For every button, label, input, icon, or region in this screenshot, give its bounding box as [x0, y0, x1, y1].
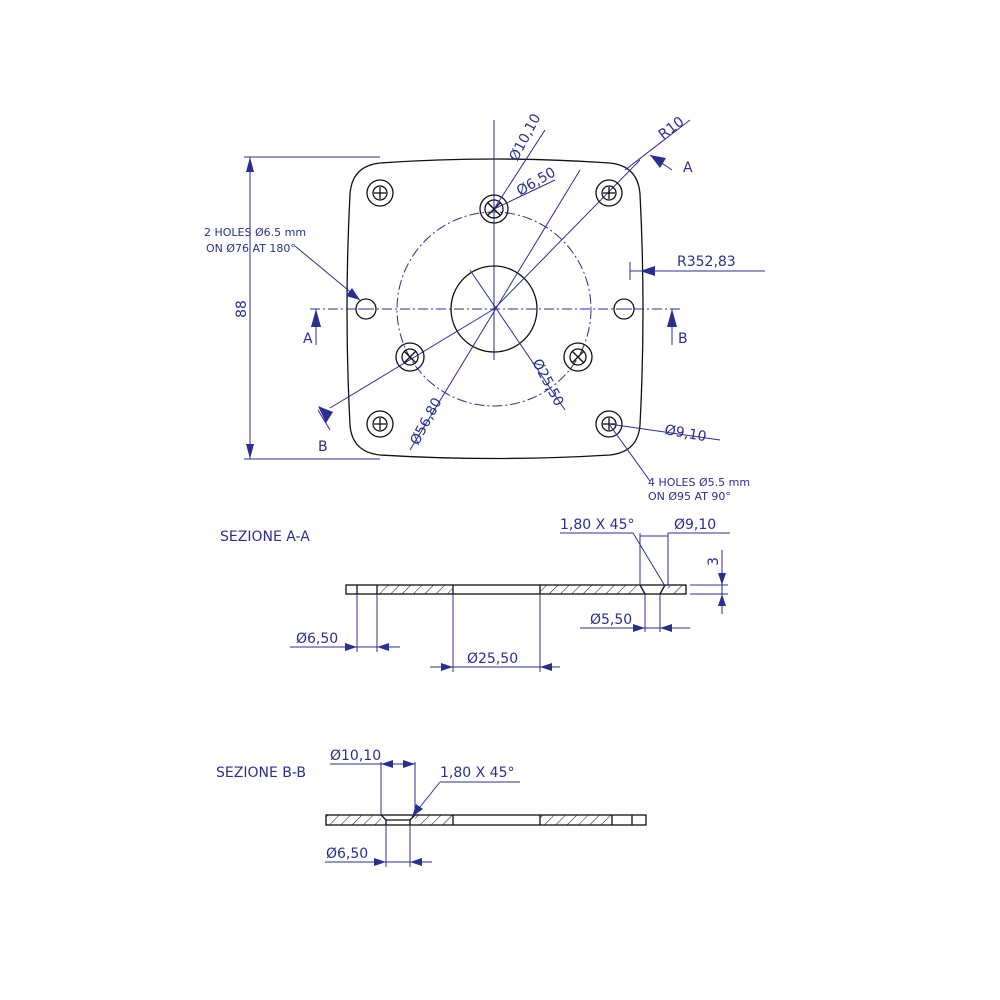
section-bb-hatch-3	[540, 815, 612, 825]
label-aa-d550: Ø5,50	[590, 612, 632, 628]
center-hole	[450, 265, 538, 353]
section-aa-hatch-2	[540, 585, 640, 594]
label-aa-d2550: Ø25,50	[467, 651, 518, 667]
side-hole-left	[355, 298, 377, 320]
label-aa-chamfer: 1,80 X 45°	[560, 517, 634, 533]
note-4holes-line1: 4 HOLES Ø5.5 mm	[648, 476, 750, 489]
section-arrow-a-left	[311, 309, 321, 345]
label-r10: R10	[656, 114, 688, 143]
label-d5680: Ø56,80	[407, 395, 445, 448]
bolt-hole-right	[563, 342, 593, 372]
label-aa-d910: Ø9,10	[674, 517, 716, 533]
section-bb: SEZIONE B-B Ø10,10 1,80 X 45° Ø6,50	[216, 748, 647, 867]
note-2holes-line1: 2 HOLES Ø6.5 mm	[204, 226, 306, 239]
leader-4holes	[608, 423, 651, 482]
note-4holes-line2: ON Ø95 AT 90°	[648, 490, 731, 503]
plate-outline	[346, 158, 644, 460]
leader-r10	[624, 119, 691, 171]
corner-hole-tr	[595, 179, 623, 207]
label-bb-d1010: Ø10,10	[330, 748, 381, 764]
section-aa-hatch-3	[668, 585, 686, 594]
section-bb-title: SEZIONE B-B	[216, 765, 306, 781]
label-section-a-top: A	[683, 160, 693, 176]
leader-d910	[608, 423, 721, 441]
label-r35283: R352,83	[677, 254, 736, 270]
side-hole-right	[613, 298, 635, 320]
section-aa-title: SEZIONE A-A	[220, 529, 310, 545]
dim-height	[244, 156, 380, 460]
label-d910: Ø9,10	[663, 422, 707, 445]
section-arrow-a-top	[649, 154, 673, 171]
label-section-b-right: B	[678, 331, 688, 347]
label-aa-3: 3	[706, 557, 722, 566]
bolt-circle	[396, 211, 592, 407]
corner-hole-bl	[366, 410, 394, 438]
label-bb-d650: Ø6,50	[326, 846, 368, 862]
leader-d1010	[493, 129, 546, 210]
label-section-b-bottom: B	[318, 439, 328, 455]
bolt-hole-left	[395, 342, 425, 372]
leader-section-a-line	[493, 159, 641, 310]
section-bb-hatch-2	[415, 815, 453, 825]
label-aa-d650: Ø6,50	[296, 631, 338, 647]
note-2holes-line2: ON Ø76 AT 180°	[206, 242, 296, 255]
leader-d2550	[469, 269, 566, 411]
dim-height-label: 88	[234, 300, 250, 318]
label-d2550: Ø25,50	[528, 356, 566, 409]
section-bb-hatch-1	[326, 815, 381, 825]
corner-hole-tl	[366, 179, 394, 207]
section-arrow-b-right	[667, 309, 677, 345]
top-view: 88 Ø10,10 Ø6,50 R10 A A B B	[204, 111, 765, 503]
label-d650: Ø6,50	[514, 165, 559, 200]
label-section-a-left: A	[303, 331, 313, 347]
leader-2holes	[294, 245, 361, 301]
leader-d650	[493, 179, 556, 210]
label-bb-chamfer: 1,80 X 45°	[440, 765, 514, 781]
section-aa: SEZIONE A-A 1,80 X 45° Ø9,10 3	[220, 517, 730, 672]
section-aa-hatch-1	[377, 585, 453, 594]
label-d1010: Ø10,10	[506, 111, 544, 164]
section-arrow-b-bottom	[317, 406, 333, 431]
leader-d5680	[409, 169, 581, 451]
